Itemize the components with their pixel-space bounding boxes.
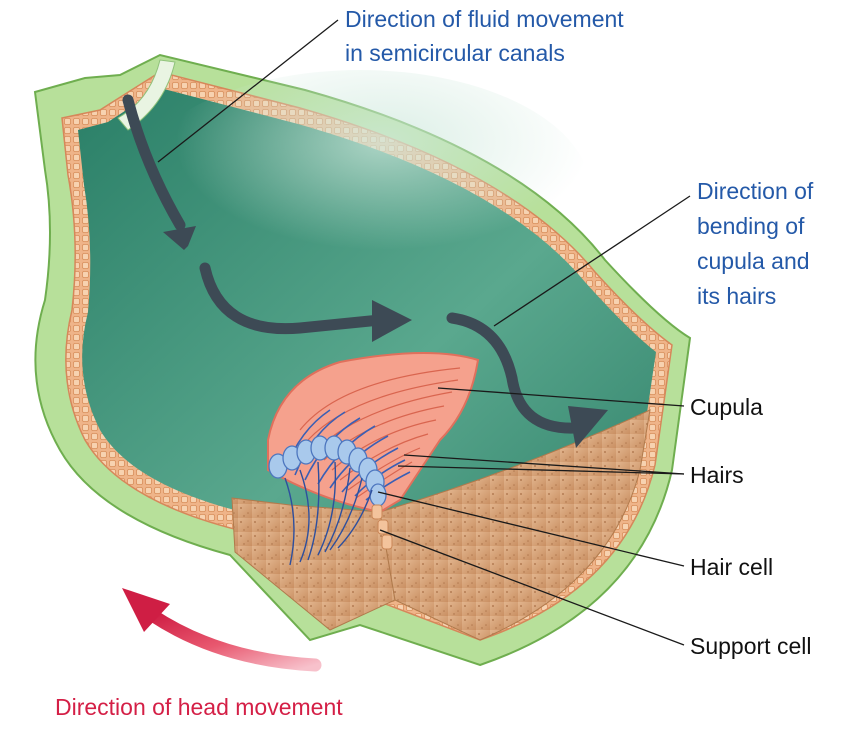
hairs-label: Hairs [690,460,744,490]
bending-label-line4: its hairs [697,281,776,311]
support-cell-label: Support cell [690,631,811,661]
fluid-highlight [130,70,590,310]
hair-cell-label: Hair cell [690,552,773,582]
bending-label-line3: cupula and [697,246,810,276]
head-movement-label: Direction of head movement [55,692,343,722]
bending-label-line2: bending of [697,211,804,241]
bending-label-line1: Direction of [697,176,813,206]
fluid-movement-label-line2: in semicircular canals [345,38,565,68]
fluid-movement-label-line1: Direction of fluid movement [345,4,624,34]
crista-cut-face [232,498,395,630]
head-movement-arrow [152,615,315,665]
cupula-label: Cupula [690,392,763,422]
